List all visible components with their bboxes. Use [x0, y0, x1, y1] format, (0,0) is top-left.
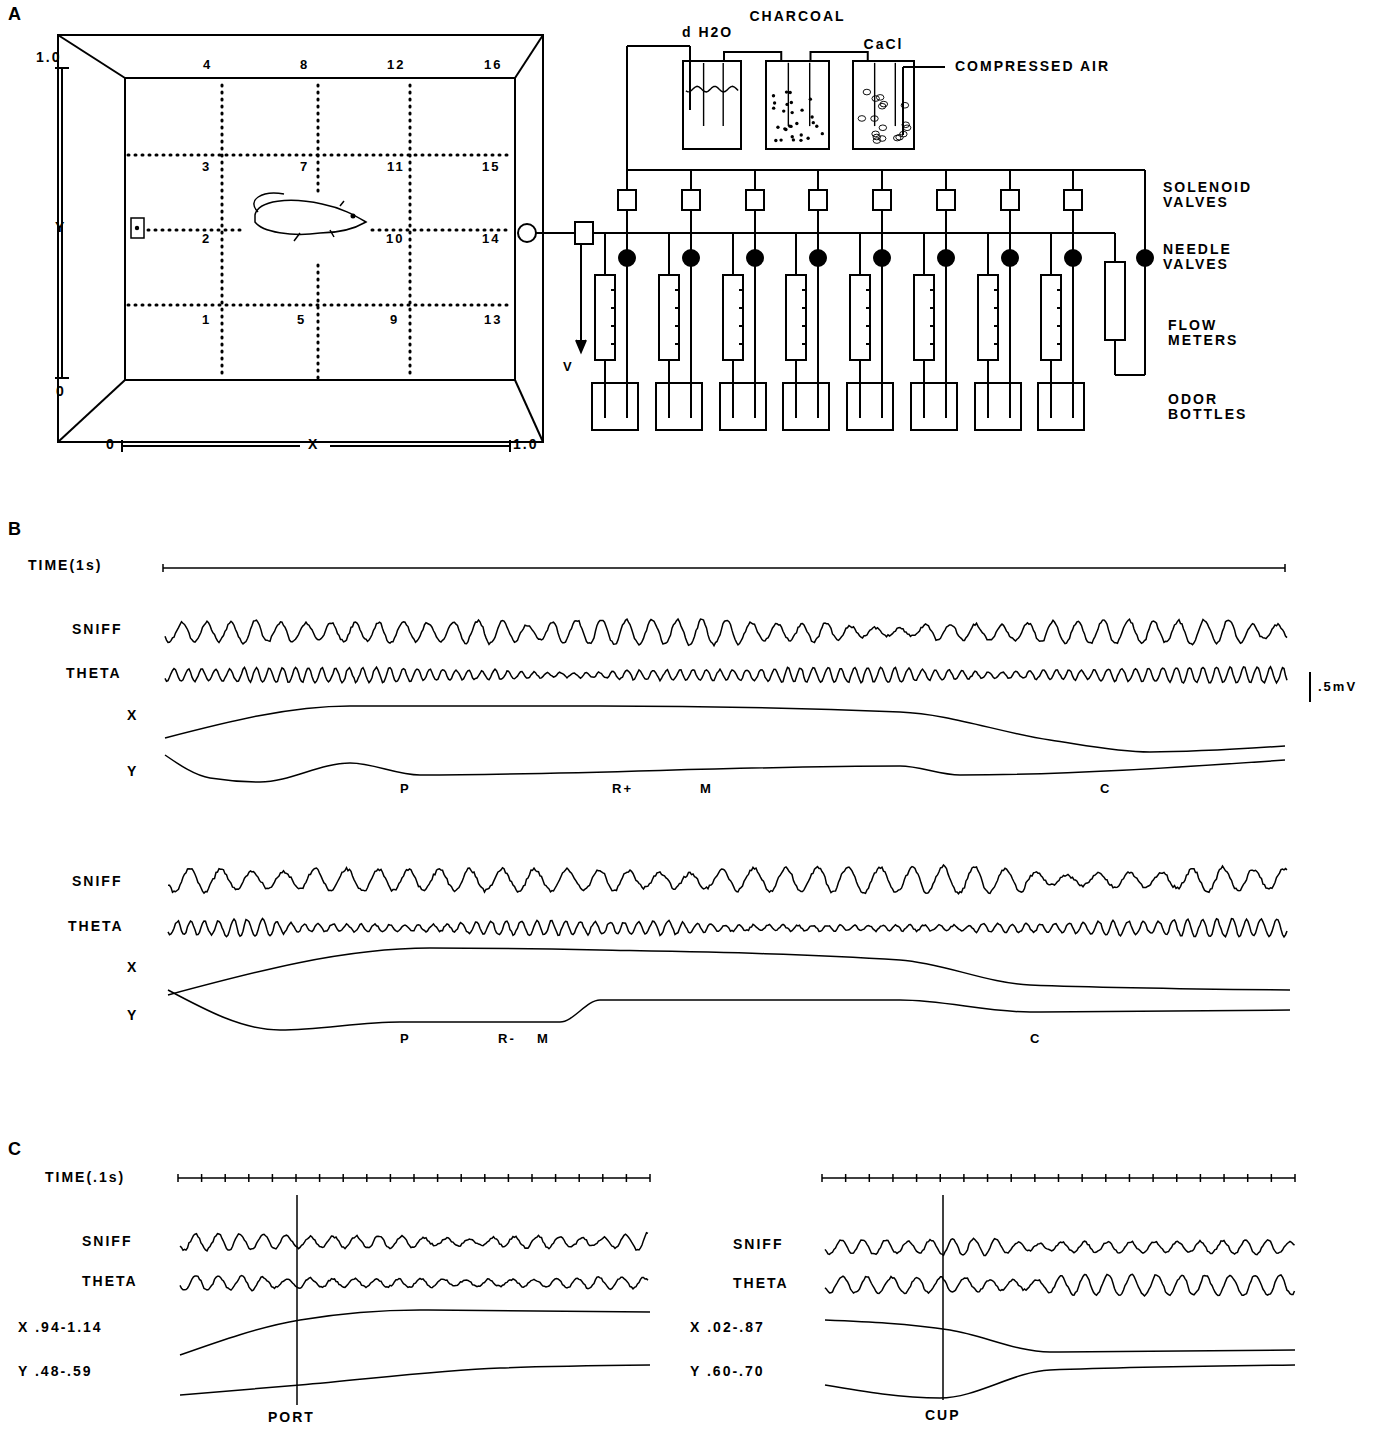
figure-label: TIME(1s)	[28, 558, 102, 573]
figure-label: 1.0	[513, 437, 538, 452]
figure-label: X	[127, 960, 138, 975]
figure-label: Y .60-.70	[690, 1364, 765, 1379]
figure-label: THETA	[68, 919, 124, 934]
figure-label: THETA	[66, 666, 122, 681]
figure-label: TIME(.1s)	[45, 1170, 125, 1185]
figure-label: COMPRESSED AIR	[955, 59, 1110, 74]
figure-label: M	[537, 1032, 550, 1046]
figure-label: SNIFF	[72, 874, 122, 889]
figure-label: 12	[387, 58, 405, 72]
figure-label: 5	[297, 313, 306, 327]
bottle-label: d H2O	[682, 24, 733, 40]
bottle-label: CHARCOAL	[749, 8, 845, 24]
figure-label: 10	[386, 232, 404, 246]
figure-label: C	[1100, 782, 1111, 796]
figure-label: C	[8, 1140, 23, 1160]
figure-label: 16	[484, 58, 502, 72]
figure-label: Y	[127, 764, 138, 779]
figure-label: .5mV	[1318, 680, 1357, 694]
arena	[55, 35, 543, 452]
figure-label: R+	[612, 782, 633, 796]
figure-label: THETA	[733, 1276, 789, 1291]
figure-label: 0	[56, 384, 66, 399]
reagent-bottle: d H2O	[682, 60, 742, 150]
figure-label: B	[8, 520, 23, 540]
figure-label: NEEDLE VALVES	[1163, 242, 1283, 273]
figure-label: 3	[202, 160, 211, 174]
figure-label: 0	[106, 437, 116, 452]
figure-label: SNIFF	[733, 1237, 783, 1252]
figure-label: 4	[203, 58, 212, 72]
figure-label: SOLENOID VALVES	[1163, 180, 1283, 211]
figure-label: 2	[202, 232, 211, 246]
figure-label: P	[400, 782, 411, 796]
figure-label: 1.0	[36, 50, 61, 65]
figure-label: X	[308, 437, 319, 452]
bottle-contents	[854, 62, 913, 148]
figure-label: A	[8, 5, 23, 25]
figure-label: V	[563, 360, 574, 374]
figure-label: R-	[498, 1032, 516, 1046]
figure-label: P	[400, 1032, 411, 1046]
figure-label: Y	[127, 1008, 138, 1023]
figure-label: 7	[300, 160, 309, 174]
figure-label: X	[127, 708, 138, 723]
figure-label: THETA	[82, 1274, 138, 1289]
air-tube	[811, 52, 868, 60]
figure-label: 8	[300, 58, 309, 72]
figure-label: FLOW METERS	[1168, 318, 1288, 349]
figure-label: PORT	[268, 1410, 315, 1425]
figure-label: X .02-.87	[690, 1320, 765, 1335]
figure-label: C	[1030, 1032, 1041, 1046]
figure-label: 13	[484, 313, 502, 327]
figure-label: 15	[482, 160, 500, 174]
figure-label: X .94-1.14	[18, 1320, 103, 1335]
signal-traces	[163, 564, 1295, 1398]
figure-label: 9	[390, 313, 399, 327]
reagent-bottle: CaCl	[852, 60, 915, 150]
bottle-label: CaCl	[864, 36, 904, 52]
air-tube	[724, 52, 781, 60]
figure-label: M	[700, 782, 713, 796]
event-markers	[297, 1195, 943, 1405]
figure-label: CUP	[925, 1408, 961, 1423]
reagent-bottle: CHARCOAL	[765, 60, 830, 150]
figure-label: SNIFF	[72, 622, 122, 637]
figure-label: ODOR BOTTLES	[1168, 392, 1288, 423]
bottle-contents	[767, 62, 828, 148]
figure-label: Y .48-.59	[18, 1364, 93, 1379]
figure-label: 1	[202, 313, 211, 327]
figure-label: 14	[482, 232, 500, 246]
bottle-contents	[684, 62, 740, 148]
figure-label: Y	[55, 220, 66, 235]
figure-label: SNIFF	[82, 1234, 132, 1249]
odor-delivery	[518, 46, 1153, 430]
figure-label: 11	[387, 160, 405, 174]
scale-bar	[1309, 672, 1311, 702]
